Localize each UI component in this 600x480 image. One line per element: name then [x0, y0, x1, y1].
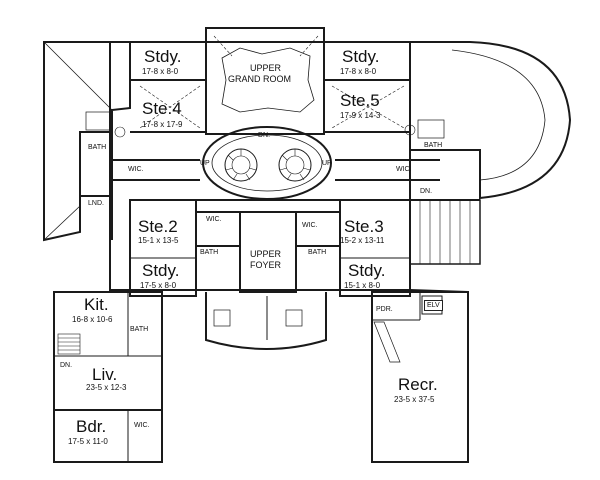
round-tower [409, 41, 572, 200]
bath-label-kitchen: BATH [130, 326, 149, 333]
powder-room-label: PDR. [376, 306, 393, 313]
room-dims-ste2: 15-1 x 13-5 [138, 236, 179, 245]
upper-foyer-walls [239, 211, 297, 293]
room-name-study-se: Stdy. [348, 261, 386, 280]
room-name-ste3: Ste.3 [344, 217, 384, 236]
room-name-study-sw: Stdy. [142, 261, 180, 280]
room-dims-recreation: 23-5 x 37-5 [394, 395, 435, 404]
room-name-grand-room-1: UPPER [250, 63, 282, 73]
wic-label-nw: WIC. [128, 166, 144, 173]
down-label-rotunda: DN. [258, 132, 271, 139]
room-name-study-nw: Stdy. [144, 47, 182, 66]
room-name-ste4: Ste.4 [142, 99, 182, 118]
elevator-label: ELV [424, 300, 443, 311]
wic-label-ne: WIC. [396, 166, 412, 173]
laundry-label: LND. [88, 200, 104, 207]
down-label-stair: DN. [420, 188, 433, 195]
room-name-kitchen: Kit. [84, 295, 109, 314]
wic-label-bedroom: WIC. [134, 422, 150, 429]
down-label-living: DN. [60, 362, 73, 369]
room-dims-ste4: 17-8 x 17-9 [142, 120, 183, 129]
room-dims-ste5: 17-9 x 14-3 [340, 111, 381, 120]
room-dims-bedroom: 17-5 x 11-0 [68, 437, 108, 446]
porch [205, 292, 327, 350]
room-name-grand-room-2: GRAND ROOM [228, 74, 291, 84]
room-name-upper-foyer-1: UPPER [250, 249, 282, 259]
room-dims-study-nw: 17-8 x 8-0 [142, 67, 179, 76]
room-name-ste2: Ste.2 [138, 217, 178, 236]
roof-area-nw [43, 41, 131, 242]
room-dims-living: 23-5 x 12-3 [86, 383, 127, 392]
bath-label-ne: BATH [424, 142, 443, 149]
room-name-living: Liv. [92, 365, 118, 384]
room-dims-ste3: 15-2 x 13-11 [340, 236, 385, 245]
room-name-ste5: Ste.5 [340, 91, 380, 110]
room-name-recreation: Recr. [398, 375, 438, 394]
left-wing [53, 291, 163, 463]
ste3-walls [339, 199, 411, 297]
wic-label-ste3: WIC. [302, 222, 318, 229]
room-name-bedroom: Bdr. [76, 417, 107, 436]
room-name-study-ne: Stdy. [342, 47, 380, 66]
bath-label-ste2: BATH [200, 249, 219, 256]
bath-label-ste3: BATH [308, 249, 327, 256]
up-label-right: UP [322, 160, 332, 167]
room-dims-study-ne: 17-8 x 8-0 [340, 67, 377, 76]
up-label-left: UP [200, 160, 210, 167]
room-dims-study-se: 15-1 x 8-0 [344, 281, 381, 290]
room-name-upper-foyer-2: FOYER [250, 260, 282, 270]
room-dims-study-sw: 17-5 x 8-0 [140, 281, 177, 290]
bath-label-nw: BATH [88, 144, 107, 151]
wic-label-ste2: WIC. [206, 216, 222, 223]
room-dims-kitchen: 16-8 x 10-6 [72, 315, 113, 324]
